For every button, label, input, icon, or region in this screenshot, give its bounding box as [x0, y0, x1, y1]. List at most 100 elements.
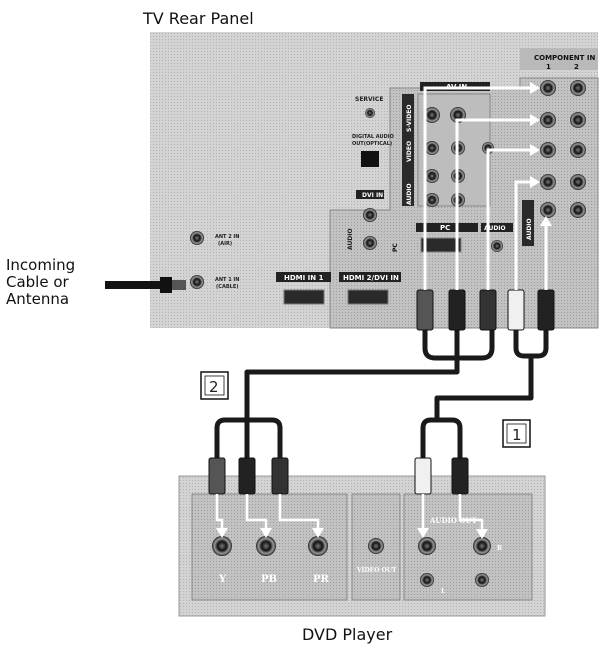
arrow-pb — [455, 118, 534, 290]
dvi-audio-l-jack — [363, 208, 377, 222]
pc-label: PC — [440, 224, 450, 232]
optical-port — [361, 151, 379, 167]
arrowhead-audio-l — [530, 176, 540, 188]
step-2-label: 2 — [209, 378, 219, 396]
dvd-pb-jack — [256, 536, 276, 556]
component-col-1: 1 — [546, 63, 551, 71]
component-audio-bar — [522, 200, 534, 246]
incoming-label-2: Cable or — [6, 273, 70, 291]
tv-plug-pb — [448, 289, 466, 331]
arrow-y — [423, 86, 534, 290]
hdmi2-label: HDMI 2/DVI IN — [343, 274, 399, 282]
dvi-audio-vertical-label: AUDIO — [347, 228, 354, 250]
dvd-arrow-heads — [216, 528, 488, 539]
component-col-2: 2 — [574, 63, 579, 71]
comp1-pr-jack — [540, 142, 556, 158]
ant2-jack — [190, 231, 204, 245]
service-label: SERVICE — [355, 96, 383, 103]
service-port — [365, 108, 375, 118]
dvd-plug-pb — [238, 457, 256, 495]
arrowhead-audio-r — [540, 216, 552, 226]
cables — [214, 325, 549, 461]
dvd-plugs — [208, 457, 469, 495]
arrowhead-pb — [530, 114, 540, 126]
av1-svideo-jack — [424, 107, 440, 123]
comp1-y-jack — [540, 80, 556, 96]
antenna-connector — [160, 277, 172, 293]
tv-rear-panel-title: TV Rear Panel — [142, 9, 254, 28]
ant1-label-2: (CABLE) — [216, 284, 239, 290]
step-1-box: 1 — [502, 419, 531, 448]
ant2-label-1: ANT 2 IN — [215, 234, 239, 240]
dvd-audio2-r-jack — [475, 573, 489, 587]
ant1-jack — [190, 275, 204, 289]
pc-audio-jack — [491, 240, 503, 252]
step-1-label: 1 — [512, 426, 522, 444]
dvd-plug-pr — [271, 457, 289, 495]
dvd-pb-label: PB — [261, 574, 277, 585]
dvd-audio-out-label: AUDIO OUT — [429, 516, 478, 525]
arrowhead-y — [530, 82, 540, 94]
incoming-label-1: Incoming — [6, 256, 75, 274]
dvd-audio-r-jack — [473, 537, 491, 555]
comp1-audio-l-jack — [540, 174, 556, 190]
arrowhead-pr — [530, 144, 540, 156]
hdmi1-port — [283, 289, 325, 305]
component-in-label: COMPONENT IN — [534, 54, 595, 62]
dvd-pr-label: PR — [313, 574, 330, 585]
hdmi2-header — [339, 272, 401, 282]
dvd-video-out-label: VIDEO OUT — [356, 567, 397, 574]
av-side-bar — [402, 94, 414, 206]
dvd-player-panel: Y PB PR VIDEO OUT AUDIO OUT L R — [178, 475, 546, 617]
dvd-plug-audio-r — [451, 457, 469, 495]
dvd-arrows — [215, 494, 484, 533]
dvi-in-header — [356, 190, 384, 199]
dvd-plug-y — [208, 457, 226, 495]
dvd-pr-jack — [308, 536, 328, 556]
pc-side-label: PC — [392, 243, 399, 252]
ant1-label-1: ANT 1 IN — [215, 277, 239, 283]
comp2-pr-jack — [570, 142, 586, 158]
pc-audio-label: AUDIO — [484, 225, 506, 232]
incoming-antenna: Incoming Cable or Antenna — [6, 256, 186, 308]
video-vertical-label: VIDEO — [406, 141, 413, 162]
digital-audio-label-1: DIGITAL AUDIO — [352, 134, 394, 140]
av-audio-vertical-label: AUDIO — [406, 183, 413, 205]
comp2-audio-r-jack — [570, 202, 586, 218]
tv-arrows — [423, 86, 548, 290]
av1-audio-l-jack — [425, 169, 439, 183]
ant2-label-2: (AIR) — [218, 241, 232, 247]
pc-vga-port — [420, 237, 462, 253]
svideo-vertical-label: S-VIDEO — [406, 105, 413, 132]
audio-cable-top-loop — [513, 325, 549, 359]
antenna-cable — [105, 281, 162, 289]
av1-video-jack — [425, 141, 439, 155]
hdmi2-port — [347, 289, 389, 305]
dvd-audio-l-jack — [418, 537, 436, 555]
dvd-l-label: L — [441, 588, 446, 595]
arrow-pr — [486, 148, 534, 290]
tv-arrow-heads — [530, 82, 552, 226]
tv-rear-panel: SERVICE DIGITAL AUDIO OUT(OPTICAL) DVI I… — [150, 32, 599, 329]
antenna-connector-tip — [172, 280, 186, 290]
comp2-pb-jack — [570, 112, 586, 128]
comp2-audio-l-jack — [570, 174, 586, 190]
pc-audio-header — [481, 223, 513, 232]
incoming-label-3: Antenna — [6, 290, 69, 308]
hdmi1-label: HDMI IN 1 — [284, 274, 324, 282]
audio-cable-bottom-loop — [420, 417, 463, 461]
tv-plugs — [416, 289, 555, 331]
hdmi1-header — [276, 272, 331, 282]
arrow-audio-l — [514, 180, 534, 290]
dvd-y-jack — [212, 536, 232, 556]
component-cable-run — [244, 355, 460, 415]
tv-plug-pr — [479, 289, 497, 331]
dvd-video-out-jack — [368, 538, 384, 554]
pc-header — [416, 223, 478, 232]
component-audio-vertical-label: AUDIO — [526, 218, 533, 240]
dvi-audio-r-jack — [363, 236, 377, 250]
comp1-pb-jack — [540, 112, 556, 128]
tv-plug-audio-l — [507, 289, 525, 331]
component-header-bg — [520, 48, 598, 70]
